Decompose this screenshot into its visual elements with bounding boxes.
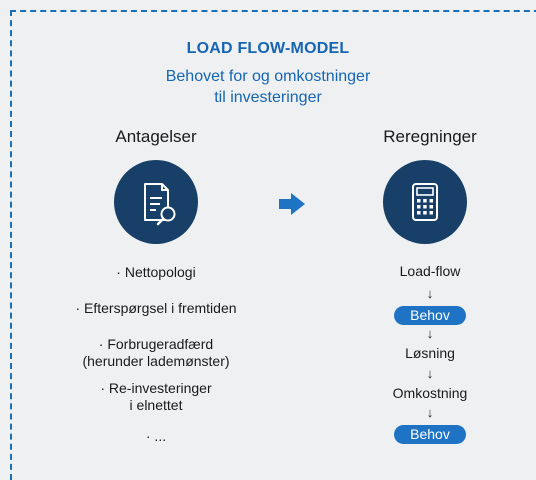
- list-item: · Nettopologi: [116, 264, 196, 280]
- subtitle-line-2: til investeringer: [214, 89, 322, 106]
- flow-step-omkostning: Omkostning: [392, 385, 468, 401]
- behov-badge: Behov: [394, 425, 466, 444]
- list-item: · Forbrugeradfærd (herunder lademønster): [82, 336, 230, 369]
- list-item: · ...: [145, 428, 167, 444]
- diagram-subtitle: Behovet for og omkostninger til invester…: [0, 66, 536, 108]
- document-search-icon: [114, 160, 198, 244]
- diagram-title: LOAD FLOW-MODEL: [186, 40, 350, 57]
- dashed-frame: [10, 10, 536, 480]
- flow-step-behov: Behov: [365, 306, 495, 325]
- subtitle-line-1: Behovet for og omkostninger: [165, 68, 371, 85]
- flow-step-behov-final: Behov: [365, 425, 495, 444]
- down-arrow-icon: ↓: [426, 326, 434, 341]
- flow-step-losning: Løsning: [405, 345, 455, 361]
- right-arrow-icon: [279, 193, 305, 215]
- assumptions-heading: Antagelser: [115, 127, 197, 146]
- flow-step-load-flow: Load-flow: [399, 263, 461, 279]
- calculator-icon: [383, 160, 467, 244]
- down-arrow-icon: ↓: [426, 405, 434, 420]
- calculations-heading: Reregninger: [383, 127, 477, 146]
- down-arrow-icon: ↓: [426, 286, 434, 301]
- behov-badge: Behov: [394, 306, 466, 325]
- down-arrow-icon: ↓: [426, 366, 434, 381]
- list-item: · Efterspørgsel i fremtiden: [75, 300, 237, 316]
- list-item: · Re-investeringer i elnettet: [100, 380, 212, 413]
